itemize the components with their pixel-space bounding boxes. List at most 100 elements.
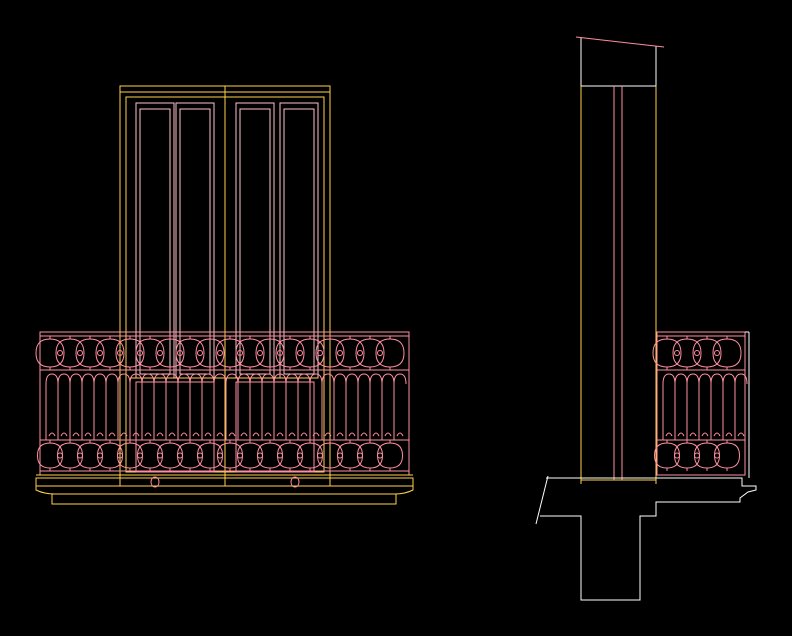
baluster bbox=[674, 373, 688, 440]
baluster-scroll bbox=[276, 432, 284, 437]
baluster-scroll bbox=[312, 432, 320, 437]
baluster bbox=[381, 373, 395, 440]
ornament-knot bbox=[257, 350, 263, 356]
baluster-scroll bbox=[132, 432, 140, 437]
ornament-knot bbox=[674, 350, 680, 356]
slab-soffit bbox=[51, 493, 397, 505]
ornament-knot bbox=[157, 350, 163, 356]
door-glass-pane-inner bbox=[283, 108, 315, 375]
ornament-knot bbox=[714, 350, 720, 356]
baluster-scroll bbox=[240, 432, 248, 437]
ornament-knot bbox=[177, 350, 183, 356]
baluster bbox=[213, 373, 227, 440]
balcony-railing-front bbox=[35, 331, 410, 476]
baluster bbox=[297, 373, 311, 440]
baluster-scroll bbox=[384, 432, 392, 437]
baluster-scroll bbox=[192, 432, 200, 437]
baluster-scroll bbox=[677, 432, 685, 437]
ornament-knot bbox=[337, 350, 343, 356]
baluster bbox=[686, 373, 700, 440]
baluster bbox=[393, 373, 407, 440]
balcony-slab-front bbox=[35, 474, 414, 505]
baluster bbox=[357, 373, 371, 440]
ornament-knot bbox=[197, 350, 203, 356]
baluster-scroll bbox=[288, 432, 296, 437]
baluster bbox=[722, 373, 736, 440]
door-lower-panel-right bbox=[235, 381, 315, 473]
baluster bbox=[321, 373, 335, 440]
baluster-scroll bbox=[120, 432, 128, 437]
baluster bbox=[45, 373, 59, 440]
ornament-knot bbox=[357, 350, 363, 356]
baluster-scroll bbox=[360, 432, 368, 437]
baluster bbox=[105, 373, 119, 440]
baluster bbox=[93, 373, 107, 440]
baluster bbox=[69, 373, 83, 440]
side-railing-upper-ornament bbox=[652, 336, 742, 370]
baluster bbox=[81, 373, 95, 440]
ornament-knot bbox=[317, 350, 323, 356]
baluster-scroll bbox=[228, 432, 236, 437]
baluster-scroll bbox=[372, 432, 380, 437]
baluster bbox=[261, 373, 275, 440]
baluster-scroll bbox=[689, 432, 697, 437]
baluster-scroll bbox=[713, 432, 721, 437]
baluster-scroll bbox=[701, 432, 709, 437]
ornament-knot bbox=[77, 350, 83, 356]
baluster-scroll bbox=[168, 432, 176, 437]
baluster-scroll bbox=[336, 432, 344, 437]
baluster bbox=[225, 373, 239, 440]
baluster-scroll bbox=[324, 432, 332, 437]
baluster-scroll bbox=[72, 432, 80, 437]
railing-lower-ornament-band bbox=[36, 440, 404, 471]
balcony-railing-side bbox=[652, 331, 750, 478]
baluster bbox=[698, 373, 712, 440]
baluster-scroll bbox=[348, 432, 356, 437]
side-section-view bbox=[535, 36, 757, 601]
baluster bbox=[189, 373, 203, 440]
ornament-knot bbox=[217, 350, 223, 356]
baluster-scroll bbox=[144, 432, 152, 437]
baluster bbox=[345, 373, 359, 440]
baluster bbox=[662, 373, 676, 440]
baluster bbox=[165, 373, 179, 440]
baluster-scroll bbox=[665, 432, 673, 437]
wall-break-line bbox=[575, 36, 665, 48]
railing-anchor-right bbox=[290, 476, 300, 488]
baluster bbox=[273, 373, 287, 440]
baluster bbox=[309, 373, 323, 440]
baluster-scroll bbox=[264, 432, 272, 437]
ornament-knot bbox=[277, 350, 283, 356]
ornament-knot bbox=[57, 350, 63, 356]
baluster bbox=[333, 373, 347, 440]
baluster-scroll bbox=[252, 432, 260, 437]
baluster-scroll bbox=[48, 432, 56, 437]
door-glass-pane-inner bbox=[139, 108, 171, 375]
baluster-scroll bbox=[60, 432, 68, 437]
ornament-knot bbox=[377, 350, 383, 356]
baluster-scroll bbox=[108, 432, 116, 437]
ornament-knot bbox=[237, 350, 243, 356]
baluster-scroll bbox=[216, 432, 224, 437]
railing-anchor-left bbox=[150, 476, 160, 488]
baluster bbox=[129, 373, 143, 440]
ornament-knot bbox=[297, 350, 303, 356]
ornament-knot bbox=[97, 350, 103, 356]
baluster bbox=[734, 373, 748, 440]
baluster bbox=[249, 373, 263, 440]
baluster bbox=[201, 373, 215, 440]
baluster-scroll bbox=[156, 432, 164, 437]
baluster-scroll bbox=[300, 432, 308, 437]
baluster-scroll bbox=[396, 432, 404, 437]
railing-upper-ornament-band bbox=[35, 336, 405, 370]
baluster bbox=[141, 373, 155, 440]
side-railing-lower-ornament bbox=[653, 440, 741, 471]
wall-section bbox=[575, 36, 665, 484]
front-elevation-view bbox=[35, 85, 414, 505]
baluster bbox=[237, 373, 251, 440]
baluster-scroll bbox=[725, 432, 733, 437]
slab-break-line bbox=[535, 475, 549, 525]
